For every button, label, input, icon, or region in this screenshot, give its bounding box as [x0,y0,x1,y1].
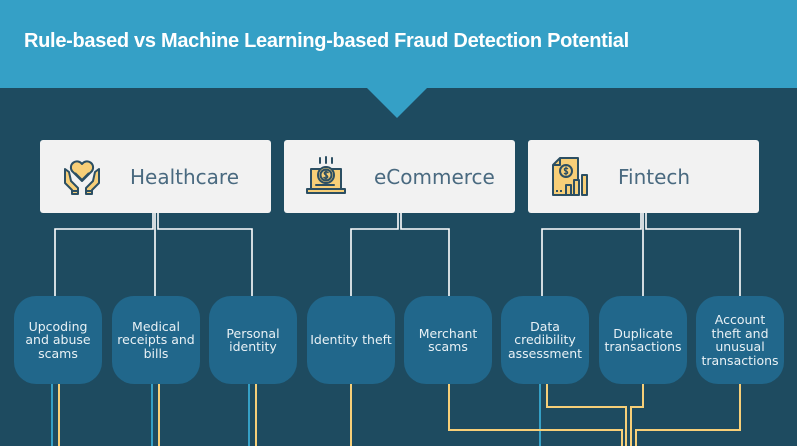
sector-card-healthcare: Healthcare [40,140,271,213]
financial-report-chart-icon [552,156,588,196]
sector-label: Fintech [618,164,691,189]
sector-label: Healthcare [130,164,240,189]
heart-in-hands-icon [64,159,100,195]
tree-line [54,213,154,296]
sector-card-ecommerce: eCommerce [284,140,515,213]
ml-based-lines [58,384,741,446]
tree-line [541,213,642,296]
ecommerce-tree-lines [350,213,450,296]
tree-line [400,213,450,296]
fraud-type-node: Medical receipts and bills [112,296,200,384]
ml-line [630,384,644,446]
page-title: Rule-based vs Machine Learning-based Fra… [24,30,629,52]
sector-label: eCommerce [374,164,495,189]
tree-line [157,213,253,296]
fraud-type-node: Upcoding and abuse scams [14,296,102,384]
fintech-tree-lines [541,213,741,296]
fraud-type-node: Duplicate transactions [599,296,687,384]
healthcare-tree-lines [54,213,253,296]
ml-line [546,384,627,446]
tree-line [350,213,399,296]
fraud-type-node: Data credibility assessment [501,296,589,384]
banner-pointer [367,88,427,118]
fraud-type-node: Account theft and unusual transactions [696,296,784,384]
ml-line [635,384,741,446]
fraud-type-node: Merchant scams [404,296,492,384]
fraud-type-node: Personal identity [209,296,297,384]
tree-line [645,213,741,296]
ml-line [448,384,623,446]
laptop-dollar-coin-icon [306,155,346,194]
fraud-type-node: Identity theft [307,296,395,384]
sector-card-fintech: Fintech [528,140,759,213]
rule-based-lines [51,384,541,446]
title-banner: Rule-based vs Machine Learning-based Fra… [0,0,797,88]
